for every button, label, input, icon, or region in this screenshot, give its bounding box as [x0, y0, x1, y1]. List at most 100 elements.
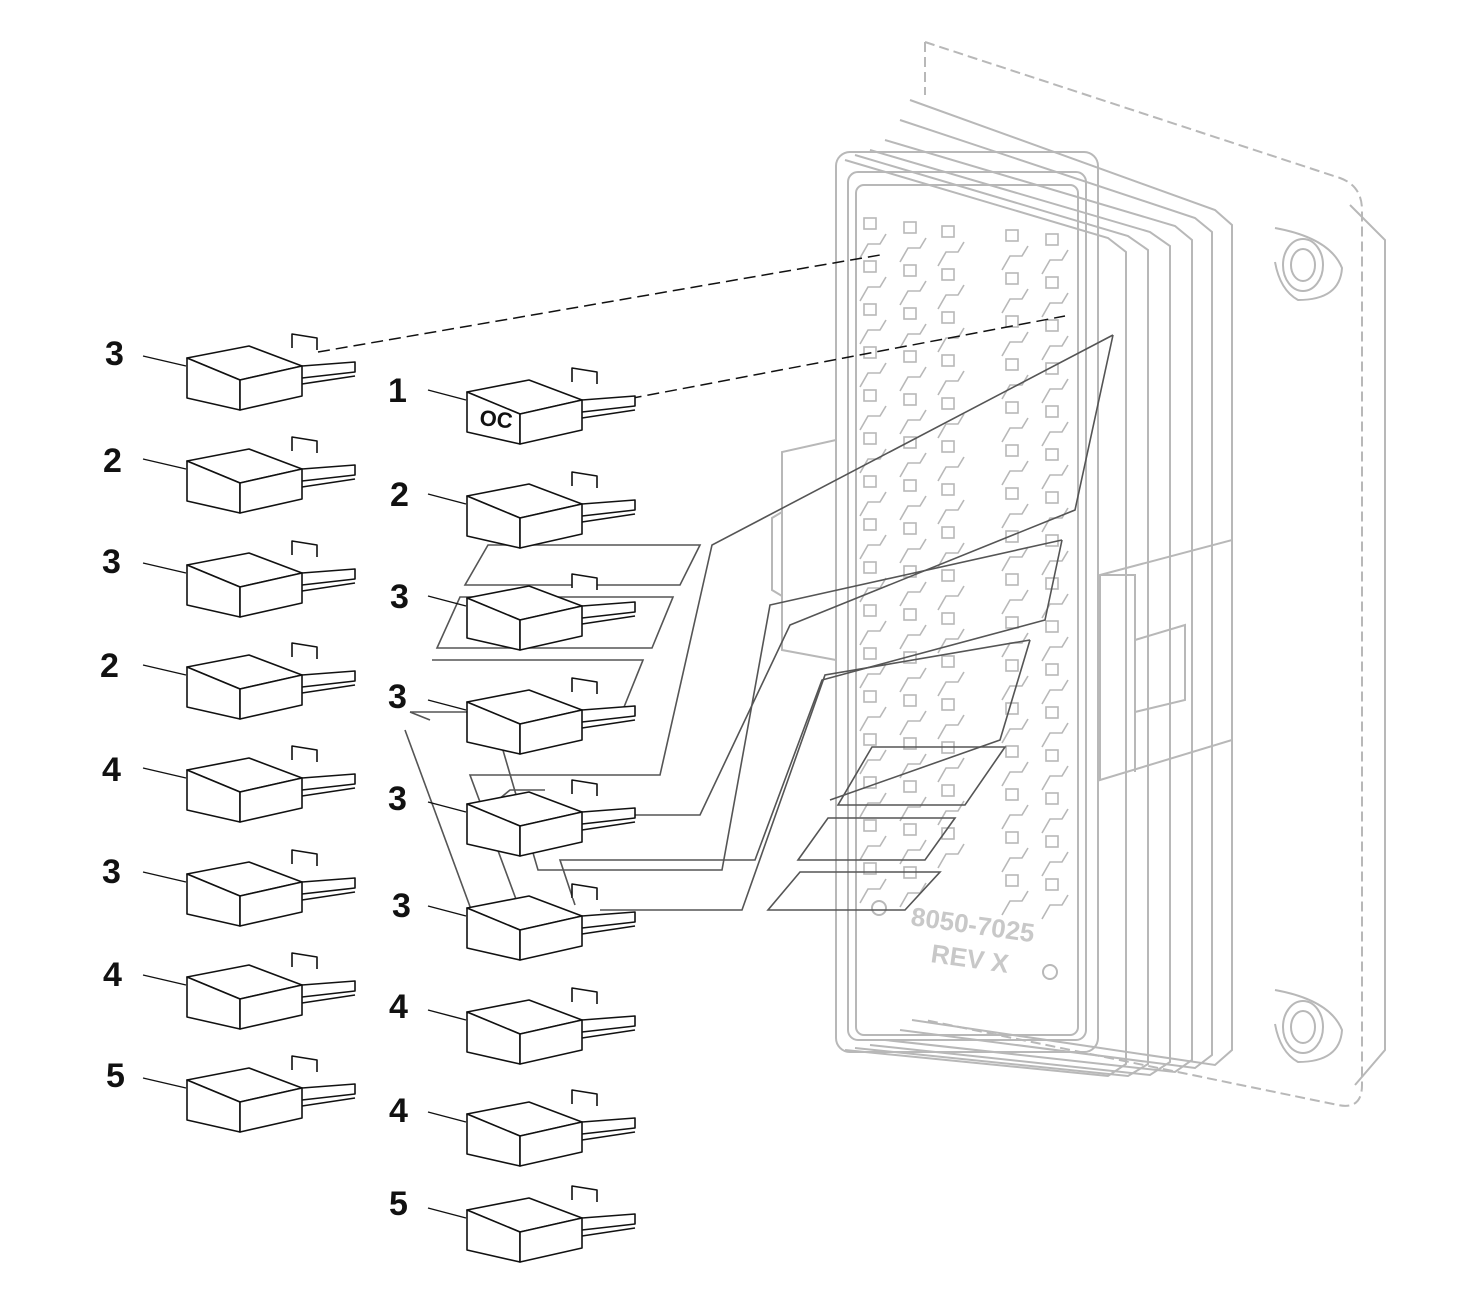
callout-leader — [427, 389, 467, 401]
callout-right-7: 4 — [389, 988, 467, 1026]
terminal-blade — [1041, 636, 1069, 662]
callout-leader — [142, 458, 187, 470]
terminal-cavity — [863, 819, 877, 832]
callout-left-3: 3 — [102, 543, 187, 581]
terminal-blade — [859, 663, 887, 689]
callout-leader — [427, 699, 467, 711]
terminal-blade — [937, 757, 965, 783]
callout-number: 4 — [102, 751, 121, 789]
terminal-blade — [937, 413, 965, 439]
terminal-blade — [859, 706, 887, 732]
terminal-cavity-grid — [859, 217, 1069, 920]
relay-right-7 — [466, 987, 636, 1065]
terminal-blade — [1041, 335, 1069, 361]
terminal-blade — [899, 538, 927, 564]
callout-leader — [142, 562, 187, 574]
callout-right-4: 3 — [388, 678, 467, 716]
relay-right-9 — [466, 1185, 636, 1263]
terminal-blade — [859, 233, 887, 259]
terminal-blade — [937, 499, 965, 525]
terminal-blade — [1041, 249, 1069, 275]
callout-right-8: 4 — [389, 1092, 467, 1130]
relay-marking: OC — [478, 405, 514, 433]
terminal-blade — [1041, 894, 1069, 920]
terminal-cavity — [863, 604, 877, 617]
terminal-blade — [937, 456, 965, 482]
relay-set: OC — [186, 333, 636, 1263]
terminal-cavity — [1005, 702, 1019, 715]
terminal-blade — [1041, 421, 1069, 447]
terminal-cavity — [941, 569, 955, 582]
terminal-blade — [859, 405, 887, 431]
terminal-blade — [1041, 851, 1069, 877]
relay-right-1: OC — [466, 367, 636, 445]
terminal-cavity — [941, 268, 955, 281]
terminal-cavity — [863, 518, 877, 531]
terminal-cavity — [1005, 616, 1019, 629]
terminal-cavity — [903, 436, 917, 449]
relay-right-2 — [466, 471, 636, 549]
relay-left-8 — [186, 1055, 356, 1133]
terminal-cavity — [1005, 874, 1019, 887]
terminal-cavity — [903, 393, 917, 406]
callout-right-1: 1 — [388, 372, 467, 410]
terminal-cavity — [1045, 878, 1059, 891]
callout-right-9: 5 — [389, 1185, 467, 1223]
terminal-blade — [899, 710, 927, 736]
terminal-cavity — [1045, 319, 1059, 332]
terminal-cavity — [941, 784, 955, 797]
terminal-cavity — [863, 776, 877, 789]
callout-number: 3 — [102, 543, 121, 581]
fuse-box-housing — [771, 41, 1386, 1107]
terminal-cavity — [941, 311, 955, 324]
relay-left-3 — [186, 540, 356, 618]
callout-number: 3 — [390, 578, 409, 616]
terminal-blade — [1041, 808, 1069, 834]
callout-leader — [427, 595, 467, 607]
terminal-blade — [937, 241, 965, 267]
terminal-blade — [1001, 460, 1029, 486]
terminal-cavity — [1005, 745, 1019, 758]
callout-left-4: 2 — [100, 647, 187, 685]
terminal-blade — [899, 452, 927, 478]
terminal-blade — [899, 280, 927, 306]
terminal-cavity — [1005, 272, 1019, 285]
terminal-blade — [937, 843, 965, 869]
relay-right-6 — [466, 883, 636, 961]
terminal-blade — [1001, 546, 1029, 572]
part-number-label: 8050-7025 — [909, 901, 1036, 948]
terminal-blade — [937, 284, 965, 310]
terminal-cavity — [1005, 788, 1019, 801]
terminal-cavity — [863, 475, 877, 488]
terminal-cavity — [941, 655, 955, 668]
terminal-cavity — [903, 307, 917, 320]
terminal-cavity — [863, 862, 877, 875]
callout-left-6: 3 — [102, 853, 187, 891]
terminal-blade — [859, 620, 887, 646]
terminal-cavity — [1045, 448, 1059, 461]
callout-number: 2 — [103, 442, 122, 480]
callout-right-3: 3 — [390, 578, 467, 616]
callout-left-1: 3 — [105, 335, 187, 373]
relay-left-1 — [186, 333, 356, 411]
terminal-blade — [899, 753, 927, 779]
terminal-cavity — [1005, 315, 1019, 328]
terminal-blade — [1001, 288, 1029, 314]
terminal-blade — [937, 671, 965, 697]
terminal-cavity — [941, 354, 955, 367]
relay-left-6 — [186, 849, 356, 927]
terminal-blade — [859, 749, 887, 775]
terminal-blade — [937, 714, 965, 740]
terminal-cavity — [903, 694, 917, 707]
terminal-cavity — [941, 440, 955, 453]
terminal-blade — [899, 796, 927, 822]
terminal-blade — [859, 362, 887, 388]
callout-leader — [427, 1207, 467, 1219]
callout-number: 4 — [389, 988, 408, 1026]
terminal-blade — [1041, 722, 1069, 748]
callout-leader — [427, 1009, 467, 1021]
terminal-cavity — [1005, 358, 1019, 371]
terminal-cavity — [1045, 491, 1059, 504]
terminal-blade — [1041, 765, 1069, 791]
